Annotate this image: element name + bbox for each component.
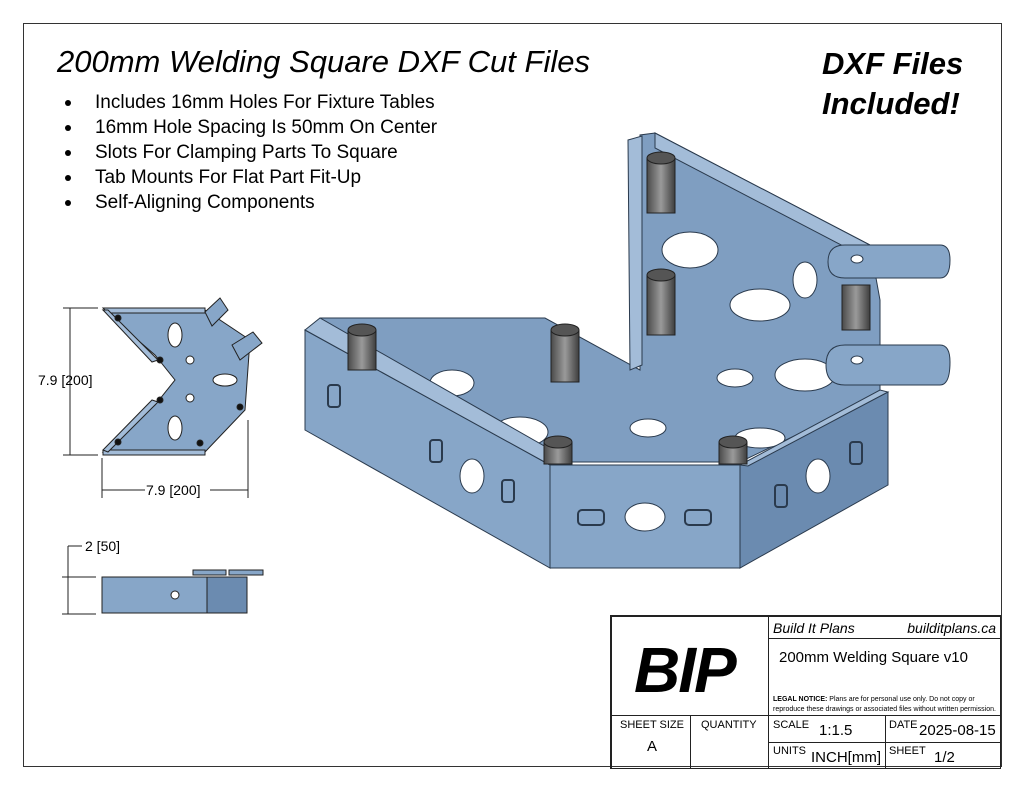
- date-label: DATE: [889, 719, 918, 731]
- drawing-border: [23, 23, 1002, 767]
- legal-text: Plans are for personal use only. Do not …: [773, 696, 996, 713]
- mounting-tabs: [825, 244, 951, 386]
- depth-dimension: 2 [50]: [85, 538, 121, 554]
- sheet-size-cell: SHEET SIZE A: [611, 715, 691, 769]
- units-cell: UNITS INCH[mm]: [768, 742, 886, 769]
- width-dimension: 7.9 [200]: [146, 482, 201, 498]
- promo-line-1: DXF Files: [822, 46, 964, 81]
- website: builditplans.ca: [907, 620, 996, 636]
- units-label: UNITS: [773, 745, 806, 757]
- feature-item: Includes 16mm Holes For Fixture Tables: [60, 90, 437, 115]
- feature-item: Self-Aligning Components: [60, 190, 437, 215]
- bip-logo: BIP: [634, 634, 737, 706]
- legal-label: LEGAL NOTICE:: [773, 696, 828, 703]
- scale-label: SCALE: [773, 719, 810, 731]
- top-view: [101, 297, 263, 456]
- company-name: Build It Plans: [773, 620, 855, 636]
- hex-standoffs: [347, 151, 871, 465]
- drawing-title: 200mm Welding Square v10: [779, 649, 968, 666]
- legal-notice: LEGAL NOTICE: Plans are for personal use…: [773, 695, 999, 715]
- sheet-title: 200mm Welding Square DXF Cut Files: [57, 44, 590, 79]
- quantity-label: QUANTITY: [701, 719, 757, 731]
- date-value: 2025-08-15: [919, 722, 996, 739]
- sheet-size-value: A: [647, 738, 658, 755]
- feature-item: Tab Mounts For Flat Part Fit-Up: [60, 165, 437, 190]
- scale-value: 1:1.5: [819, 722, 853, 739]
- isometric-view: [304, 132, 951, 569]
- dimension-lines: [62, 307, 249, 615]
- sheet-label: SHEET: [889, 745, 926, 757]
- units-value: INCH[mm]: [811, 749, 881, 766]
- scale-cell: SCALE 1:1.5: [768, 715, 886, 743]
- company-cell: Build It Plans builditplans.ca: [768, 616, 1001, 639]
- sheet-size-label: SHEET SIZE: [620, 719, 684, 731]
- height-dimension: 7.9 [200]: [38, 372, 93, 388]
- side-view: [101, 569, 264, 614]
- promo-line-2: Included!: [822, 86, 960, 121]
- title-block: BIP Build It Plans builditplans.ca 200mm…: [610, 615, 1001, 769]
- sheet-value: 1/2: [934, 749, 955, 766]
- feature-item: 16mm Hole Spacing Is 50mm On Center: [60, 115, 437, 140]
- drawing-title-cell: 200mm Welding Square v10 LEGAL NOTICE: P…: [768, 638, 1001, 716]
- feature-list: Includes 16mm Holes For Fixture Tables 1…: [60, 90, 437, 215]
- dxf-promo: DXF Files Included!: [822, 44, 963, 124]
- feature-item: Slots For Clamping Parts To Square: [60, 140, 437, 165]
- logo-cell: BIP: [611, 616, 769, 716]
- quantity-cell: QUANTITY: [690, 715, 769, 769]
- date-cell: DATE 2025-08-15: [885, 715, 1001, 743]
- sheet-cell: SHEET 1/2: [885, 742, 1001, 769]
